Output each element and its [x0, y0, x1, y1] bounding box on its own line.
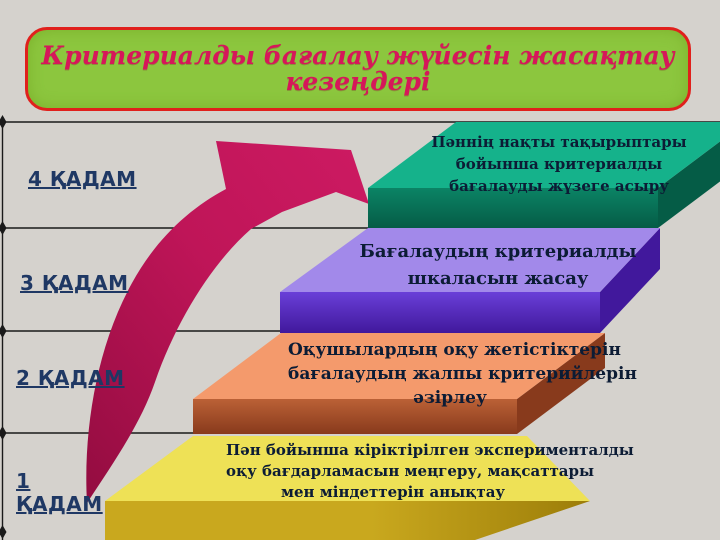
step-1-front-face — [105, 501, 590, 540]
step-1-text: Пән бойынша кіріктірілген эксперименталд… — [226, 440, 634, 503]
step-1-label: 1 ҚАДАМ — [16, 469, 103, 516]
step-4-side-face — [658, 141, 720, 228]
step-3-block — [280, 228, 660, 333]
step-4-text-line: бағалауды жүзеге асыру — [449, 177, 669, 195]
slide-title: Критериалды бағалау жүйесін жасақтау кез… — [41, 40, 675, 96]
step-1-top-face — [105, 436, 590, 501]
step-2-text-line: Оқушылардың оқу жетістіктерін — [288, 340, 621, 360]
step-4-front-face — [368, 188, 658, 228]
step-3-side-face — [600, 228, 660, 333]
step-1-text-line: мен міндеттерін анықтау — [280, 483, 506, 501]
step-4-text: Пәннің нақты тақырыптары бойынша критери… — [413, 131, 705, 197]
step-4-text-line: Пәннің нақты тақырыптары — [431, 133, 687, 151]
axis-tick-markers — [0, 115, 7, 539]
step-3-text: Бағалаудың критериалды шкаласын жасау — [348, 238, 648, 292]
step-2-text-line: бағалаудың жалпы критерийлерін — [288, 364, 637, 384]
step-1-text-line: оқу бағдарламасын меңгеру, мақсаттары — [226, 462, 595, 480]
step-2-front-face — [193, 399, 517, 434]
step-4-label: 4 ҚАДАМ — [28, 167, 137, 191]
step-3-front-face — [280, 292, 600, 333]
curved-up-arrow — [86, 141, 370, 503]
slide-title-box: Критериалды бағалау жүйесін жасақтау кез… — [25, 27, 691, 111]
step-3-text-line: шкаласын жасау — [407, 268, 589, 289]
step-3-text-line: Бағалаудың критериалды — [359, 241, 637, 262]
step-2-side-face — [517, 333, 605, 434]
step-1-block — [105, 436, 590, 540]
step-2-label: 2 ҚАДАМ — [16, 366, 125, 390]
step-2-text-line: әзірлеу — [413, 388, 487, 408]
step-1-text-line: Пән бойынша кіріктірілген эксперименталд… — [226, 441, 634, 459]
step-3-top-face — [280, 228, 660, 292]
step-3-label: 3 ҚАДАМ — [20, 271, 129, 295]
step-2-text: Оқушылардың оқу жетістіктерін бағалаудың… — [288, 338, 637, 410]
step-2-block — [193, 333, 605, 434]
step-4-block — [368, 122, 720, 228]
step-4-top-face — [368, 122, 720, 188]
step-4-text-line: бойынша критериалды — [455, 155, 663, 173]
step-2-top-face — [193, 333, 605, 399]
